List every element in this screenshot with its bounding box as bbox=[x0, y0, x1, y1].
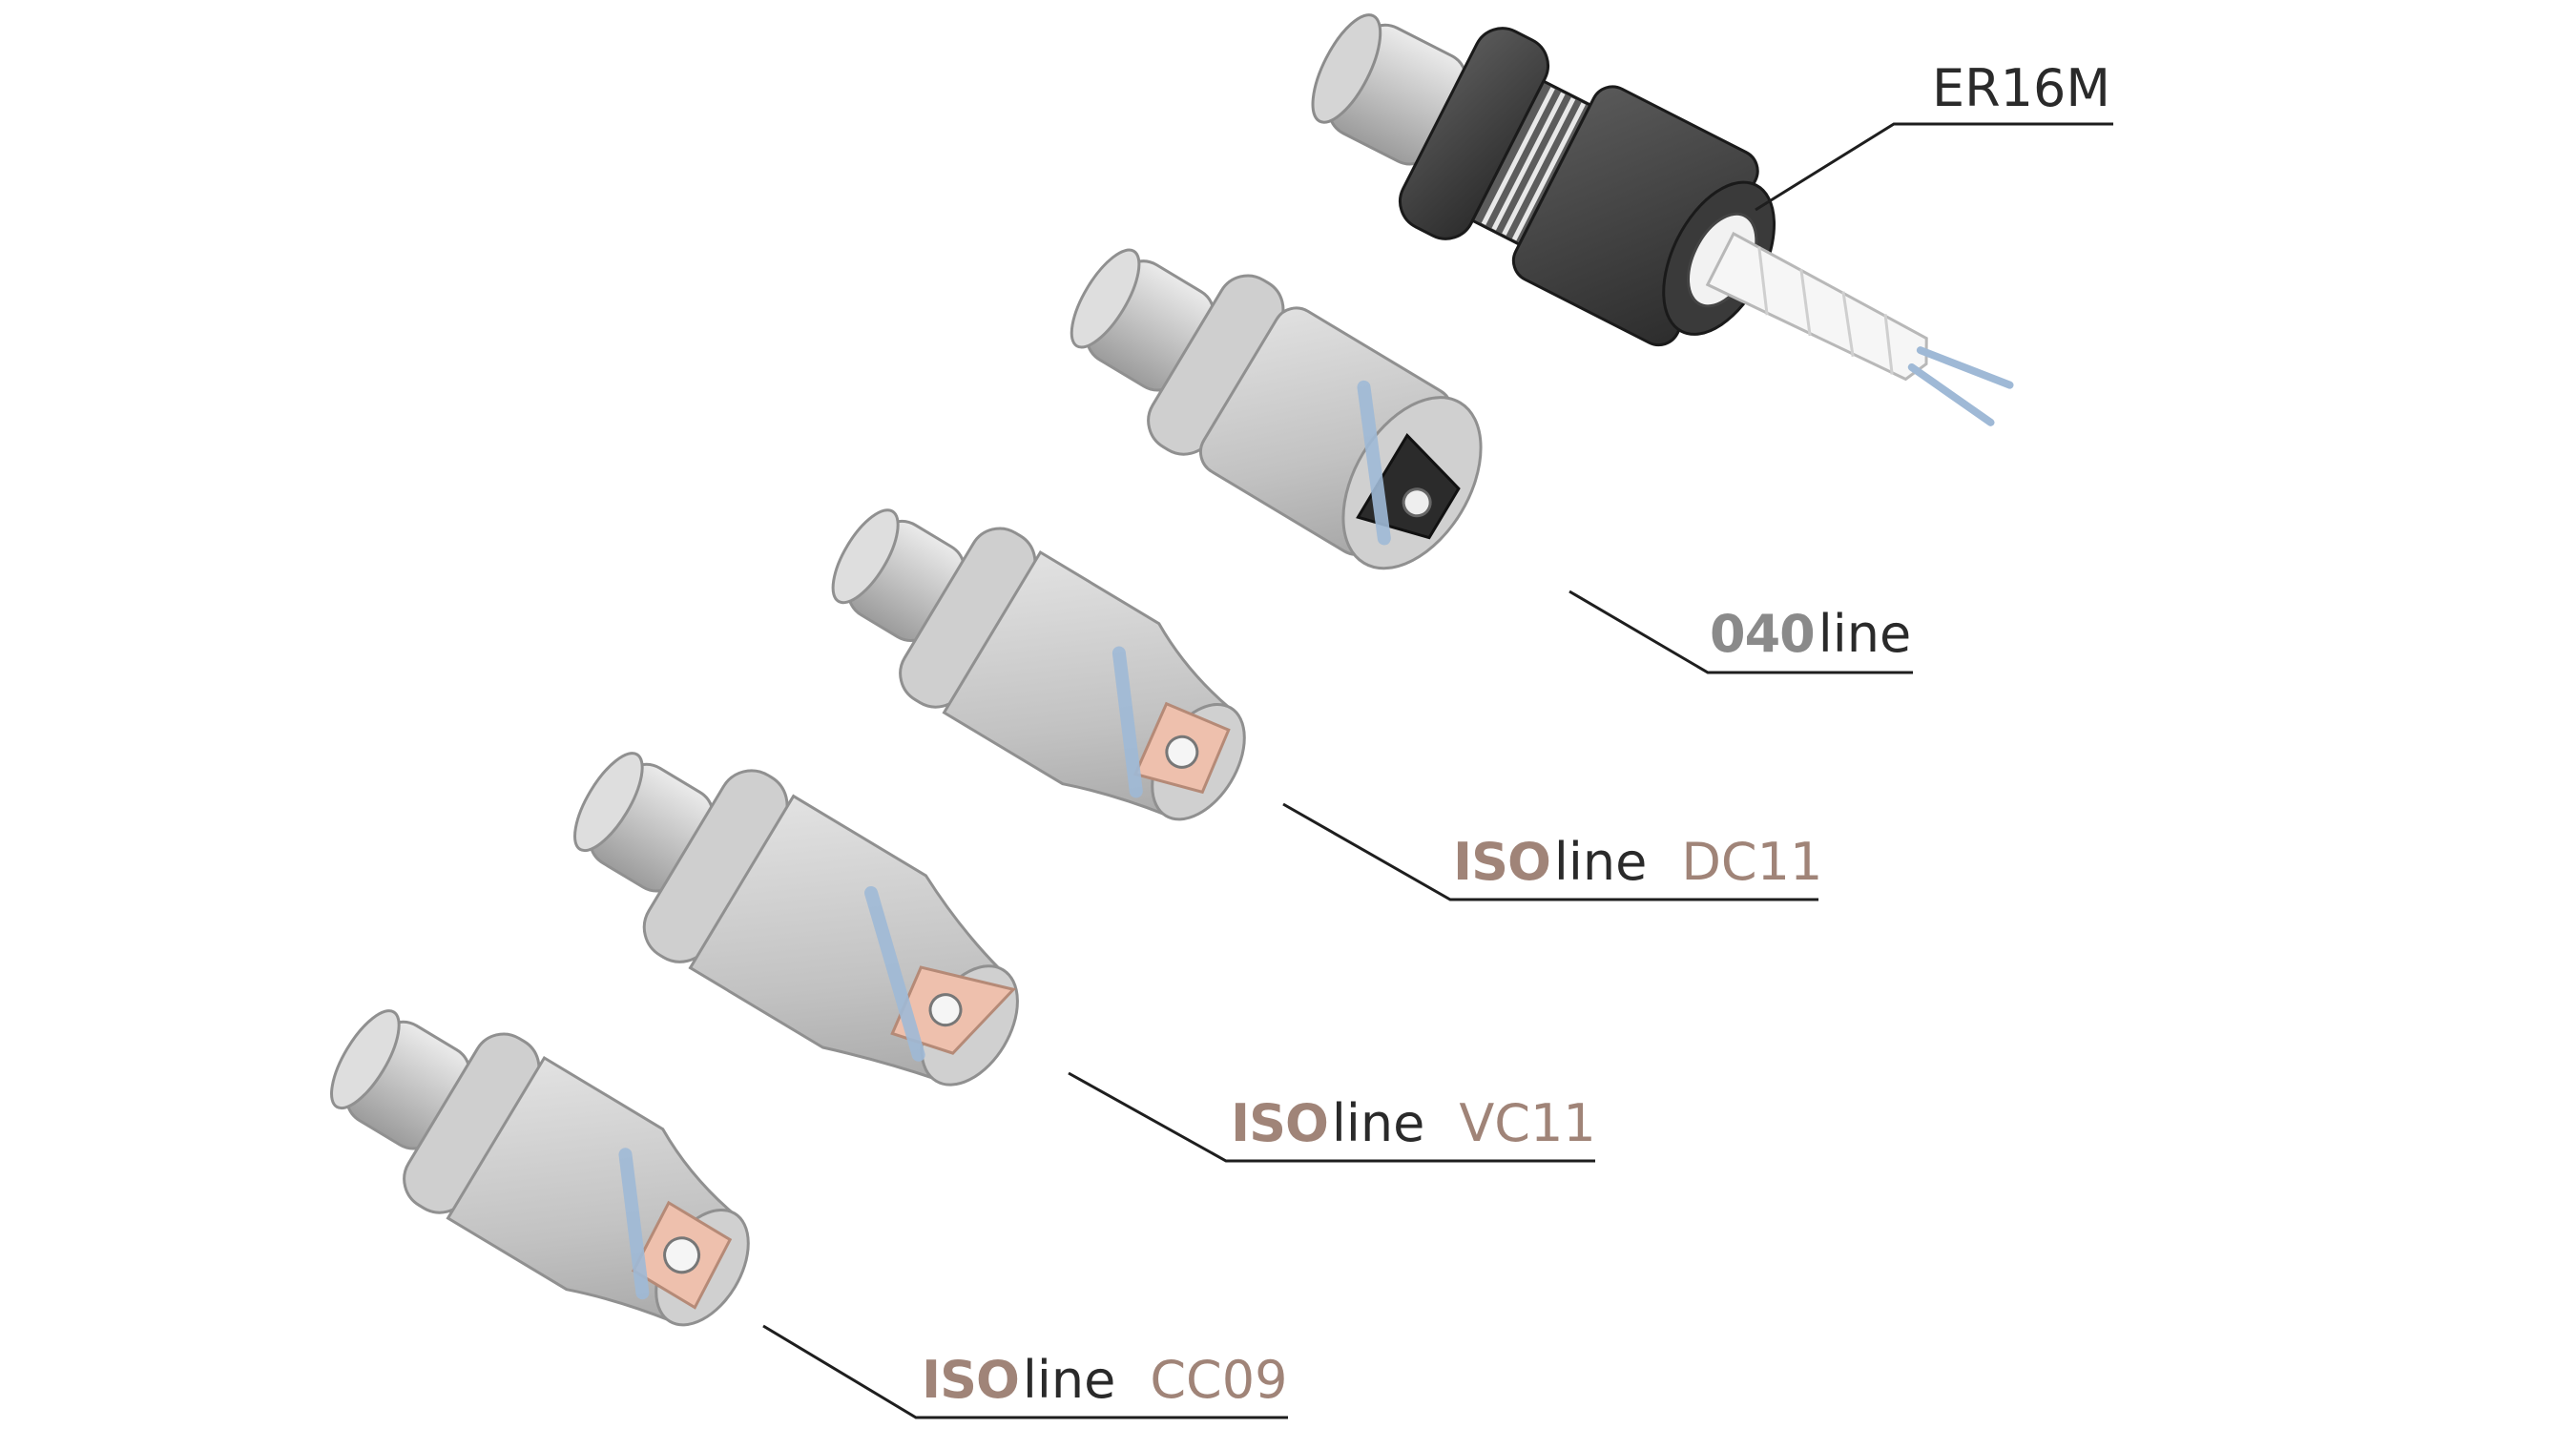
cc09-holder-icon bbox=[330, 1009, 750, 1327]
label-cc09-prefix: ISO bbox=[922, 1350, 1020, 1410]
coolant-tube-er16m bbox=[1907, 346, 2014, 426]
leader-line-cc09 bbox=[762, 1324, 1288, 1419]
040line-holder-icon bbox=[1070, 248, 1483, 570]
label-vc11-prefix: ISO bbox=[1231, 1093, 1329, 1153]
coolant-tube-vc11 bbox=[864, 885, 925, 1062]
label-vc11-word: line bbox=[1331, 1093, 1425, 1153]
coolant-tube-cc09 bbox=[618, 1148, 650, 1300]
coolant-tube-040 bbox=[1357, 380, 1391, 546]
label-dc11-prefix: ISO bbox=[1453, 832, 1551, 892]
label-vc11-code: VC11 bbox=[1459, 1093, 1596, 1153]
leader-line-er16m bbox=[1755, 122, 2113, 212]
leader-line-040line bbox=[1568, 590, 1913, 674]
er16m-text: ER16M bbox=[1932, 58, 2110, 118]
label-cc09-word: line bbox=[1022, 1350, 1116, 1410]
coolant-tube-dc11 bbox=[1111, 646, 1143, 798]
leader-line-dc11 bbox=[1282, 802, 1818, 901]
label-040line-word: line bbox=[1818, 604, 1912, 664]
label-040line: 040line bbox=[1710, 609, 1911, 660]
drill-bit bbox=[1705, 231, 1928, 382]
leader-line-vc11 bbox=[1068, 1071, 1595, 1163]
label-dc11-word: line bbox=[1553, 832, 1648, 892]
label-040line-prefix: 040 bbox=[1710, 604, 1816, 664]
er16m-holder-icon bbox=[1311, 13, 2014, 426]
dc11-holder-icon bbox=[831, 508, 1246, 821]
label-dc11-code: DC11 bbox=[1681, 832, 1823, 892]
label-er16m: ER16M bbox=[1932, 63, 2110, 114]
label-cc09-code: CC09 bbox=[1150, 1350, 1288, 1410]
vc11-holder-icon bbox=[573, 752, 1019, 1087]
